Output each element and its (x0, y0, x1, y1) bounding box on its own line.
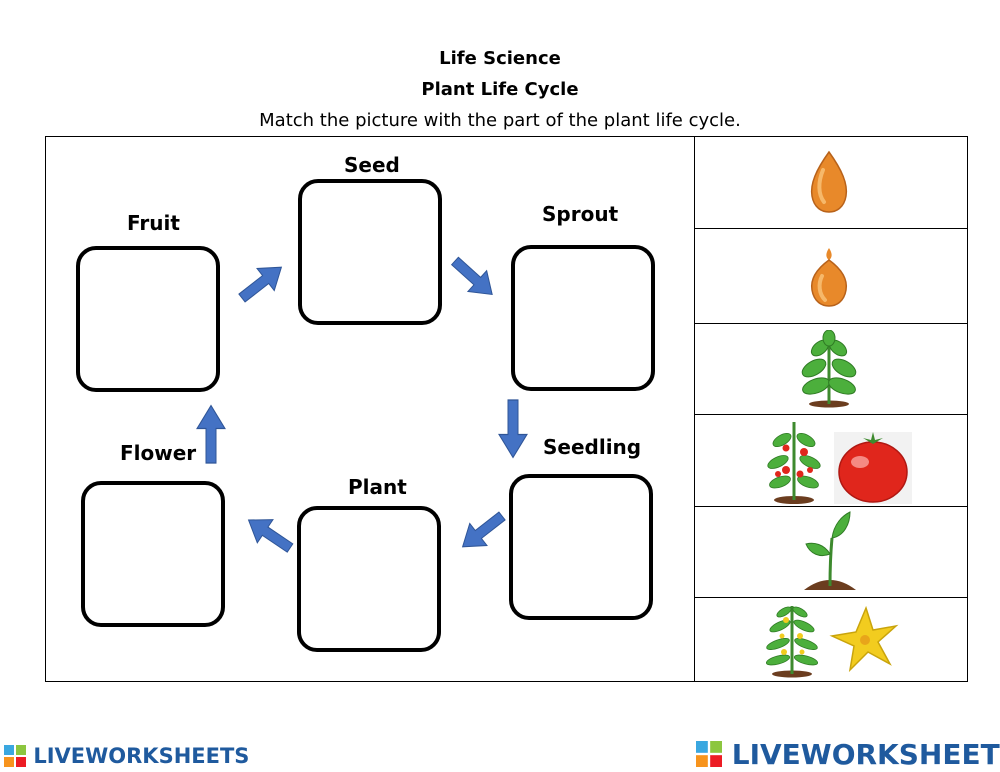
stage-label-seed: Seed (344, 153, 400, 177)
drop-box-plant[interactable] (297, 506, 441, 652)
picture-cell-4 (695, 415, 967, 507)
sprout-icon[interactable] (808, 244, 850, 308)
logo-blocks-icon (696, 741, 722, 767)
picture-cell-5 (695, 507, 967, 598)
stage-label-plant: Plant (348, 475, 407, 499)
drop-box-seed[interactable] (298, 179, 442, 325)
arrow-plant-to-flower (240, 507, 299, 561)
liveworksheets-logo-left: LIVEWORKSHEETS (4, 743, 249, 768)
drop-box-sprout[interactable] (511, 245, 655, 391)
flowering-plant-and-flower-icon[interactable] (762, 602, 902, 678)
arrow-seed-to-sprout (445, 250, 503, 306)
seedling-icon[interactable] (800, 510, 860, 594)
picture-cell-2 (695, 229, 967, 324)
arrow-sprout-to-seedling (498, 399, 528, 459)
drop-box-seedling[interactable] (509, 474, 653, 620)
tomato-plant-and-tomato-icon[interactable] (756, 416, 914, 506)
liveworksheets-logo-right: LIVEWORKSHEETS (696, 736, 1000, 771)
logo-text: LIVEWORKSHEETS (33, 744, 250, 768)
picture-column-divider (694, 136, 695, 682)
stage-label-sprout: Sprout (542, 202, 619, 226)
leafy-plant-icon[interactable] (796, 330, 862, 408)
stage-label-seedling: Seedling (543, 435, 642, 459)
worksheet-frame (45, 136, 968, 682)
arrow-fruit-to-seed (232, 255, 291, 310)
instructions-text: Match the picture with the part of the p… (259, 110, 741, 131)
subject-heading: Life Science (439, 48, 561, 69)
logo-text: LIVEWORKSHEETS (731, 737, 1000, 771)
drop-box-fruit[interactable] (76, 246, 220, 392)
arrow-flower-to-fruit (196, 404, 226, 464)
logo-blocks-icon (4, 745, 26, 767)
picture-cell-1 (695, 136, 967, 229)
stage-label-fruit: Fruit (127, 211, 180, 235)
arrow-seedling-to-plant (453, 504, 512, 559)
seed-icon[interactable] (806, 150, 852, 214)
picture-cell-3 (695, 324, 967, 415)
stage-label-flower: Flower (120, 441, 197, 465)
drop-box-flower[interactable] (81, 481, 225, 627)
topic-heading: Plant Life Cycle (421, 79, 579, 100)
